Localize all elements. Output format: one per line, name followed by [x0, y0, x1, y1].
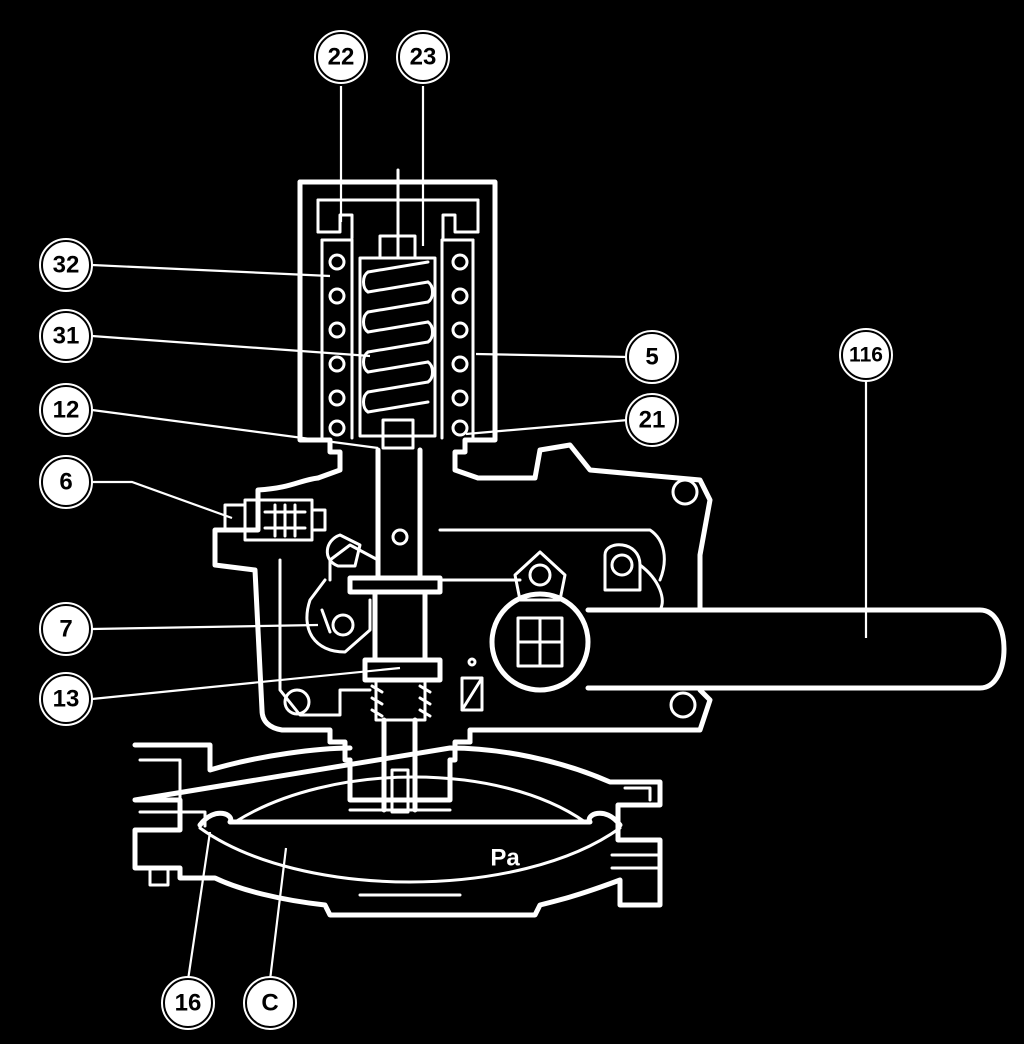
- spring-housing: [297, 168, 498, 481]
- diaphragm-housing: [132, 742, 663, 918]
- inner-spring: [362, 260, 434, 414]
- callout-16: 16: [161, 976, 215, 1030]
- callout-21: 21: [625, 393, 679, 447]
- callout-13-label: 13: [53, 686, 80, 713]
- adjusting-screw: [223, 498, 327, 542]
- callout-116: 116: [839, 328, 893, 382]
- pressure-region-label: Pa: [490, 845, 520, 872]
- callout-116-label: 116: [849, 344, 883, 367]
- leader-lines: [91, 86, 868, 981]
- callout-C: C: [243, 976, 297, 1030]
- valve-body: [212, 442, 713, 763]
- callout-C-label: C: [261, 990, 278, 1017]
- callout-32: 32: [39, 238, 93, 292]
- callout-6-label: 6: [59, 469, 72, 496]
- callout-21-label: 21: [639, 407, 666, 434]
- callout-31: 31: [39, 309, 93, 363]
- operating-handle: [585, 607, 1007, 691]
- callout-22: 22: [314, 30, 368, 84]
- callout-5: 5: [625, 330, 679, 384]
- callout-12: 12: [39, 383, 93, 437]
- diaphragm: [197, 775, 623, 897]
- callout-32-label: 32: [53, 252, 80, 279]
- callout-5-label: 5: [645, 344, 658, 371]
- callout-12-label: 12: [53, 397, 80, 424]
- callout-7: 7: [39, 602, 93, 656]
- callout-13: 13: [39, 672, 93, 726]
- callout-22-label: 22: [328, 44, 355, 71]
- lever-pivot: [305, 578, 372, 654]
- valve-stem: [347, 447, 443, 814]
- callout-31-label: 31: [53, 323, 80, 350]
- cam-assembly: [460, 543, 664, 712]
- callout-23: 23: [396, 30, 450, 84]
- callout-23-label: 23: [410, 44, 437, 71]
- callout-6: 6: [39, 455, 93, 509]
- outer-spring-coils: [328, 253, 469, 437]
- callout-16-label: 16: [175, 990, 202, 1017]
- callout-7-label: 7: [59, 616, 72, 643]
